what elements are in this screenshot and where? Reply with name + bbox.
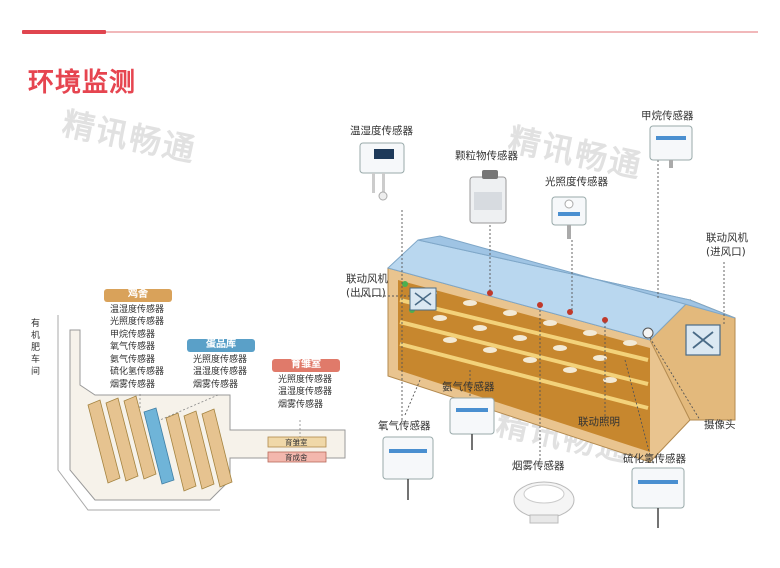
light-sensor-icon — [551, 196, 587, 239]
particulate-sensor-icon — [469, 170, 507, 224]
oxygen-sensor-icon — [382, 436, 434, 500]
h2s-sensor-icon — [631, 467, 685, 528]
temp-humidity-sensor-icon — [359, 142, 405, 201]
box-items: 光照度传感器温湿度传感器烟雾传感器 — [272, 371, 340, 413]
header-accent-bar — [22, 30, 106, 34]
page-title: 环境监测 — [28, 68, 137, 98]
label-methane: 甲烷传感器 — [641, 110, 694, 122]
box-items: 温湿度传感器光照度传感器甲烷传感器氧气传感器氨气传感器硫化氢传感器烟雾传感器 — [104, 301, 172, 393]
ammonia-sensor-icon — [449, 397, 495, 450]
nursery-box: 育雏室 光照度传感器温湿度传感器烟雾传感器 — [272, 359, 340, 413]
box-items: 光照度传感器温湿度传感器烟雾传感器 — [187, 351, 255, 393]
chicken-house-box: 鸡舍 温湿度传感器光照度传感器甲烷传感器氧气传感器氨气传感器硫化氢传感器烟雾传感… — [104, 289, 172, 393]
label-smoke: 烟雾传感器 — [512, 460, 565, 472]
methane-sensor-icon — [649, 125, 693, 168]
label-particulate: 颗粒物传感器 — [455, 150, 518, 162]
label-light: 光照度传感器 — [545, 176, 608, 188]
label-fan-out: 联动风机(出风口) — [346, 273, 388, 299]
room-label: 育成舍 — [285, 453, 308, 462]
box-title: 鸡舍 — [104, 289, 172, 302]
label-camera: 摄像头 — [704, 419, 736, 431]
header-rule — [22, 31, 758, 33]
smoke-detector-icon — [513, 481, 575, 524]
label-h2s: 硫化氢传感器 — [623, 453, 686, 465]
label-fan-in: 联动风机(进风口) — [706, 232, 748, 258]
box-title: 育雏室 — [272, 359, 340, 372]
box-title: 蛋品库 — [187, 339, 255, 352]
label-temp-humidity: 温湿度传感器 — [350, 125, 413, 137]
egg-storage-box: 蛋品库 光照度传感器温湿度传感器烟雾传感器 — [187, 339, 255, 393]
label-ammonia: 氨气传感器 — [442, 381, 495, 393]
side-label: 有机肥车间 — [31, 319, 41, 377]
room-label: 育雏室 — [285, 438, 308, 447]
label-lighting: 联动照明 — [578, 416, 620, 428]
label-oxygen: 氧气传感器 — [378, 420, 431, 432]
